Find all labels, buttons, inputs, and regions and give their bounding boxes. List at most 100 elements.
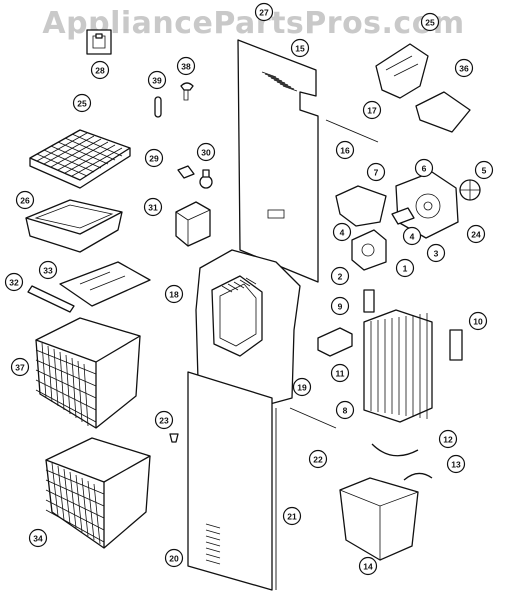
part-9-thermostat[interactable] bbox=[363, 289, 375, 313]
callout-2[interactable]: 2 bbox=[330, 266, 350, 286]
callout-39[interactable]: 39 bbox=[147, 70, 167, 90]
part-25-bracket[interactable] bbox=[375, 43, 429, 99]
callout-24[interactable]: 24 bbox=[466, 224, 486, 244]
callout-4[interactable]: 4 bbox=[402, 226, 422, 246]
part-32-rod[interactable] bbox=[27, 285, 75, 313]
callout-37[interactable]: 37 bbox=[10, 357, 30, 377]
part-14-drain-pan[interactable] bbox=[339, 477, 419, 561]
part-18-air-duct[interactable] bbox=[195, 249, 301, 405]
callout-27[interactable]: 27 bbox=[254, 2, 274, 22]
callout-label: 12 bbox=[443, 435, 453, 445]
part-34-wire-basket[interactable] bbox=[45, 437, 151, 549]
callout-circle bbox=[176, 56, 196, 76]
callout-circle bbox=[292, 377, 312, 397]
callout-8[interactable]: 8 bbox=[335, 400, 355, 420]
part-37-wire-basket[interactable] bbox=[35, 317, 141, 429]
callout-label: 14 bbox=[363, 562, 373, 572]
callout-20[interactable]: 20 bbox=[164, 548, 184, 568]
callout-label: 15 bbox=[295, 44, 305, 54]
callout-33[interactable]: 33 bbox=[38, 260, 58, 280]
callout-circle bbox=[196, 142, 216, 162]
callout-label: 27 bbox=[259, 8, 269, 18]
callout-22[interactable]: 22 bbox=[308, 449, 328, 469]
part-31-light-cover[interactable] bbox=[175, 201, 211, 247]
callout-circle bbox=[466, 224, 486, 244]
part-12-drain-tube[interactable] bbox=[371, 443, 419, 457]
callout-circle bbox=[144, 148, 164, 168]
part-10-bracket[interactable] bbox=[449, 329, 463, 361]
part-28-clip[interactable] bbox=[86, 29, 112, 55]
part-3-grommet[interactable] bbox=[391, 207, 415, 225]
callout-circle bbox=[446, 454, 466, 474]
part-23-screw[interactable] bbox=[169, 433, 179, 443]
callout-label: 11 bbox=[336, 369, 345, 379]
callout-label: 19 bbox=[297, 383, 307, 393]
part-39-pin[interactable] bbox=[154, 96, 162, 118]
part-30-bulb[interactable] bbox=[199, 169, 213, 189]
callout-label: 28 bbox=[95, 66, 105, 76]
callout-9[interactable]: 9 bbox=[330, 296, 350, 316]
callout-14[interactable]: 14 bbox=[358, 556, 378, 576]
callout-31[interactable]: 31 bbox=[143, 197, 163, 217]
callout-label: 31 bbox=[148, 203, 158, 213]
callout-label: 23 bbox=[159, 416, 169, 426]
callout-30[interactable]: 30 bbox=[196, 142, 216, 162]
callout-circle bbox=[366, 162, 386, 182]
part-1-fan-motor[interactable] bbox=[351, 229, 387, 271]
callout-circle bbox=[38, 260, 58, 280]
callout-25[interactable]: 25 bbox=[420, 12, 440, 32]
callout-4[interactable]: 4 bbox=[332, 222, 352, 242]
part-8-evaporator[interactable] bbox=[363, 309, 433, 423]
part-25-ice-tray[interactable] bbox=[29, 129, 131, 189]
callout-26[interactable]: 26 bbox=[15, 190, 35, 210]
callout-18[interactable]: 18 bbox=[164, 284, 184, 304]
callout-10[interactable]: 10 bbox=[468, 311, 488, 331]
callout-15[interactable]: 15 bbox=[290, 38, 310, 58]
part-11-defrost-heater[interactable] bbox=[317, 327, 353, 357]
callout-label: 4 bbox=[410, 232, 415, 242]
callout-label: 25 bbox=[77, 99, 87, 109]
callout-label: 13 bbox=[451, 460, 461, 470]
part-29-lamp-socket[interactable] bbox=[177, 165, 195, 179]
part-36-wire-harness[interactable] bbox=[415, 91, 471, 133]
callout-1[interactable]: 1 bbox=[395, 258, 415, 278]
callout-5[interactable]: 5 bbox=[474, 160, 494, 180]
callout-34[interactable]: 34 bbox=[28, 528, 48, 548]
callout-label: 29 bbox=[149, 154, 159, 164]
part-6-fan-shroud[interactable] bbox=[395, 171, 459, 239]
callout-19[interactable]: 19 bbox=[292, 377, 312, 397]
callout-label: 37 bbox=[15, 363, 25, 373]
callout-11[interactable]: 11 bbox=[330, 363, 350, 383]
callout-label: 6 bbox=[422, 164, 427, 174]
callout-17[interactable]: 17 bbox=[362, 100, 382, 120]
part-7-insulation[interactable] bbox=[335, 185, 387, 227]
callout-25[interactable]: 25 bbox=[72, 93, 92, 113]
callout-circle bbox=[402, 226, 422, 246]
callout-36[interactable]: 36 bbox=[454, 58, 474, 78]
part-5-fan-blade[interactable] bbox=[459, 179, 481, 201]
part-26-ice-bin[interactable] bbox=[25, 199, 123, 253]
part-38-pin[interactable] bbox=[180, 82, 194, 101]
part-15-liner-panel[interactable] bbox=[237, 39, 319, 283]
callout-3[interactable]: 3 bbox=[426, 243, 446, 263]
callout-circle bbox=[474, 160, 494, 180]
callout-12[interactable]: 12 bbox=[438, 429, 458, 449]
callout-label: 38 bbox=[181, 62, 191, 72]
part-20-lower-panel[interactable] bbox=[187, 371, 273, 591]
callout-28[interactable]: 28 bbox=[90, 60, 110, 80]
callout-circle bbox=[414, 158, 434, 178]
callout-16[interactable]: 16 bbox=[335, 140, 355, 160]
callout-7[interactable]: 7 bbox=[366, 162, 386, 182]
callout-label: 3 bbox=[434, 249, 439, 259]
callout-29[interactable]: 29 bbox=[144, 148, 164, 168]
callout-label: 7 bbox=[374, 168, 379, 178]
part-33-glass-shelf[interactable] bbox=[59, 261, 151, 307]
callout-38[interactable]: 38 bbox=[176, 56, 196, 76]
callout-32[interactable]: 32 bbox=[4, 272, 24, 292]
callout-23[interactable]: 23 bbox=[154, 410, 174, 430]
callout-21[interactable]: 21 bbox=[282, 506, 302, 526]
part-13-wire[interactable] bbox=[403, 472, 433, 481]
callout-13[interactable]: 13 bbox=[446, 454, 466, 474]
callout-6[interactable]: 6 bbox=[414, 158, 434, 178]
callout-circle bbox=[308, 449, 328, 469]
